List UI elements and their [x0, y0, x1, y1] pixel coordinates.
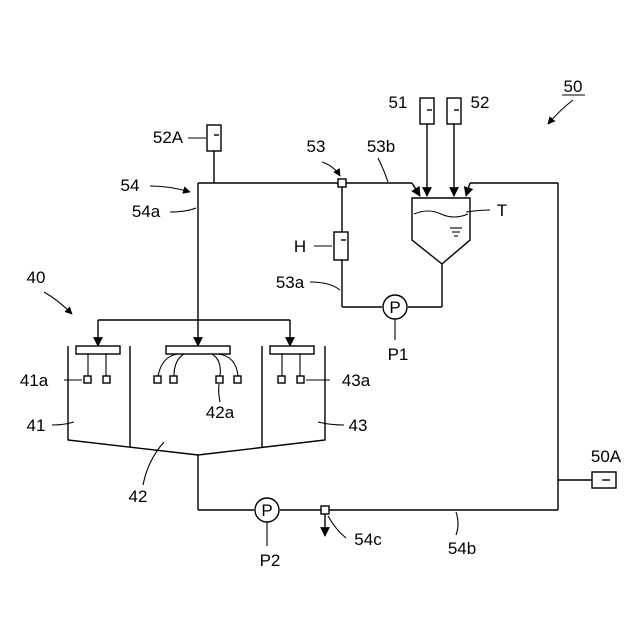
junction-53	[338, 179, 346, 187]
drain-54c	[321, 506, 329, 536]
label-50: 50	[564, 77, 583, 96]
label-p2: P2	[260, 551, 281, 570]
label-40: 40	[27, 268, 46, 287]
label-54a: 54a	[132, 202, 161, 221]
heater-h	[334, 232, 348, 260]
label-t: T	[497, 201, 507, 220]
label-53b: 53b	[367, 137, 395, 156]
distribution-piping	[98, 320, 290, 346]
sensor-50a	[592, 472, 616, 488]
label-42: 42	[129, 487, 148, 506]
label-54c: 54c	[354, 530, 382, 549]
nozzle-42a	[154, 346, 241, 383]
label-43: 43	[349, 416, 368, 435]
tank-t	[412, 198, 470, 264]
pump-p2: P	[255, 498, 279, 522]
label-54b: 54b	[448, 539, 476, 558]
label-52a: 52A	[153, 128, 184, 147]
label-42a: 42a	[206, 403, 235, 422]
label-41a: 41a	[20, 371, 49, 390]
label-52: 52	[471, 93, 490, 112]
pump-p2-symbol: P	[261, 501, 272, 520]
supply-52	[447, 98, 461, 196]
label-p1: P1	[388, 345, 409, 364]
nozzle-41a	[76, 346, 120, 383]
label-51: 51	[389, 93, 408, 112]
label-41: 41	[27, 416, 46, 435]
leader-lines	[44, 100, 573, 546]
sensor-52a	[207, 125, 221, 151]
label-53a: 53a	[276, 273, 305, 292]
nozzle-43a	[270, 346, 314, 383]
label-h: H	[294, 237, 306, 256]
label-54: 54	[121, 176, 140, 195]
pump-p1: P	[383, 295, 407, 319]
label-53: 53	[307, 137, 326, 156]
label-43a: 43a	[342, 371, 371, 390]
supply-51	[420, 98, 434, 196]
bath-group	[68, 346, 325, 455]
pump-p1-symbol: P	[389, 298, 400, 317]
label-50a: 50A	[591, 447, 622, 466]
